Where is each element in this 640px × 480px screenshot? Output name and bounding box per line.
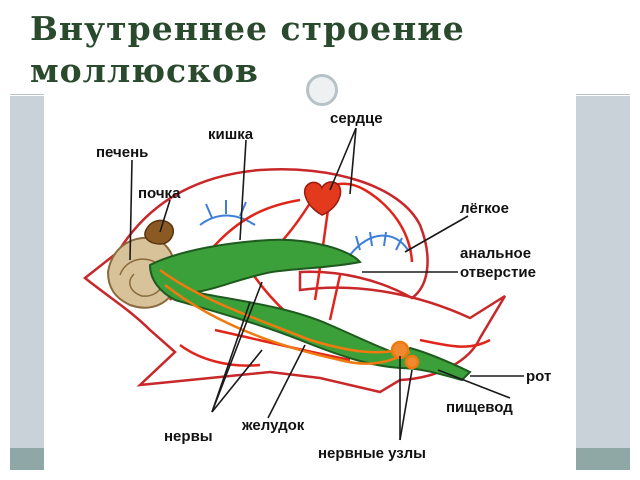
label-esophagus: пищевод [446,399,513,416]
label-lung: лёгкое [460,200,509,217]
label-anal-line2: отверстие [460,264,536,281]
label-nerves: нервы [164,428,213,445]
label-stomach: желудок [241,417,305,434]
label-kidney: почка [138,185,181,202]
heart-shape [303,181,342,216]
label-intestine: кишка [208,126,254,143]
label-anal-line1: анальное [460,245,531,262]
slide-title: Внутреннее строение моллюсков [30,9,465,90]
nerve-cords [159,268,420,370]
label-heart: сердце [330,110,383,127]
label-mouth: рот [526,368,551,385]
kidney-shape [144,219,174,245]
gut-shape [148,238,472,382]
decorative-ring-icon [306,74,338,106]
label-ganglia: нервные узлы [318,445,426,462]
lung-vessels [199,200,409,256]
leader-lines [129,127,524,441]
label-liver: печень [96,144,148,161]
